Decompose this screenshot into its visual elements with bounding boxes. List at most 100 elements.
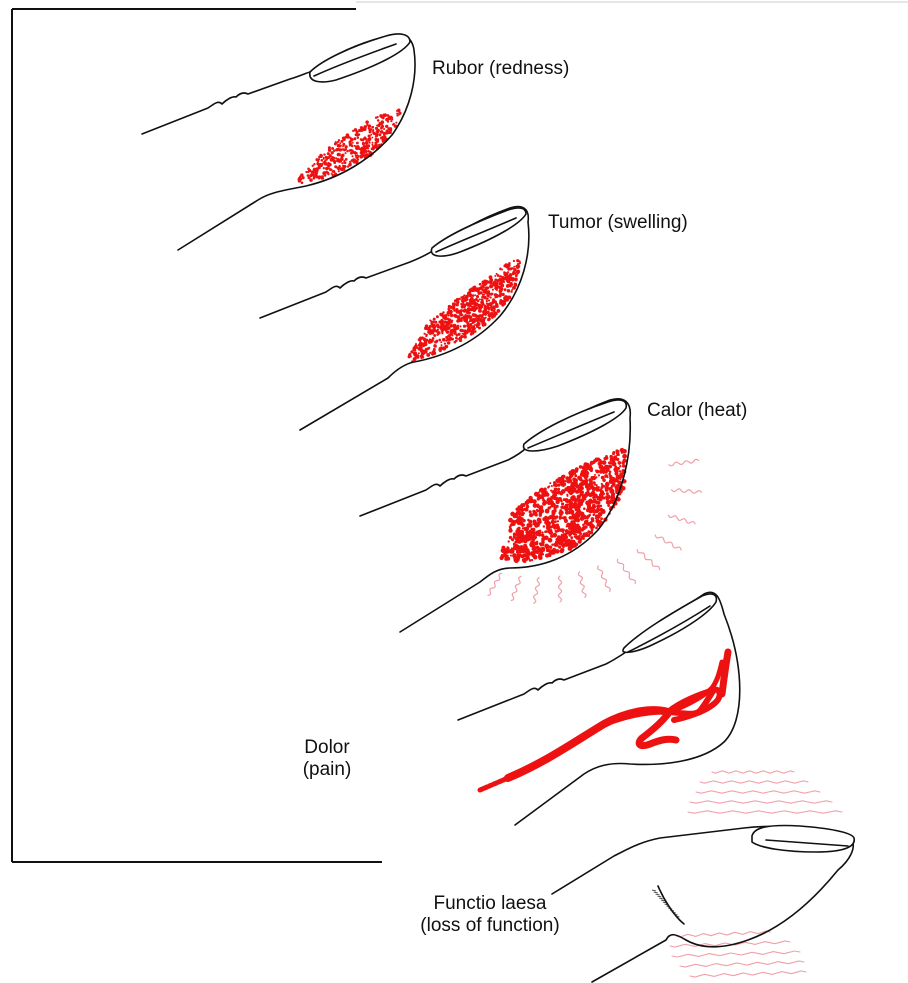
redness-dot (424, 342, 428, 346)
redness-dot (601, 466, 605, 470)
redness-dot (579, 465, 583, 469)
redness-dot (534, 504, 537, 507)
redness-dot (436, 333, 439, 336)
redness-dot (341, 140, 344, 143)
redness-dot (594, 494, 598, 498)
redness-dot (476, 307, 479, 310)
redness-dot (379, 114, 382, 117)
redness-dot (383, 132, 386, 135)
redness-dot (583, 507, 586, 510)
redness-dot (375, 138, 378, 141)
redness-dot (364, 137, 367, 140)
redness-dot (344, 160, 346, 162)
redness-dot (543, 525, 545, 527)
redness-dot (591, 519, 594, 522)
redness-dot (348, 163, 352, 167)
redness-dot (516, 270, 519, 273)
redness-dot (513, 547, 517, 551)
redness-dot (538, 492, 540, 494)
redness-dot (321, 159, 324, 162)
redness-dot (421, 342, 423, 344)
redness-dot (335, 157, 337, 159)
redness-dot (598, 474, 600, 476)
redness-dot (422, 356, 424, 358)
redness-dot (457, 325, 459, 327)
redness-dot (349, 161, 351, 163)
redness-dot (463, 294, 465, 296)
redness-dot (512, 271, 515, 274)
redness-dot (582, 524, 585, 527)
redness-dot (297, 178, 300, 181)
redness-dot (480, 315, 483, 318)
redness-dot (496, 289, 498, 291)
redness-dot (448, 318, 452, 322)
redness-dot (475, 315, 478, 318)
redness-dot (552, 523, 557, 528)
redness-dot (621, 449, 626, 454)
redness-dot (486, 300, 488, 302)
redness-dot (565, 529, 569, 533)
redness-dot (496, 296, 498, 298)
redness-dot (362, 142, 364, 144)
heat-wave-line (696, 791, 820, 793)
redness-dot (613, 457, 617, 461)
redness-dot (477, 304, 481, 308)
redness-dot (587, 503, 591, 507)
redness-dot (344, 145, 347, 148)
tumor-label: Tumor (swelling) (548, 212, 688, 234)
redness-dot (504, 288, 507, 291)
redness-dot (540, 534, 543, 537)
redness-dot (607, 504, 610, 507)
redness-dot (341, 162, 343, 164)
dolor-label: Dolor (pain) (296, 737, 358, 781)
redness-dot (318, 177, 321, 180)
knuckle-shade-stroke (652, 890, 656, 891)
redness-dot (460, 329, 464, 333)
redness-dot (338, 170, 340, 172)
redness-dot (357, 130, 359, 132)
heat-wave-line (669, 459, 699, 466)
redness-dot (301, 181, 304, 184)
redness-dot (479, 298, 481, 300)
redness-dot (548, 506, 551, 509)
redness-dot (481, 296, 484, 299)
redness-dot (487, 314, 490, 317)
redness-dot (439, 347, 443, 351)
redness-dot (467, 324, 469, 326)
redness-dot (555, 549, 560, 554)
redness-dot (510, 291, 512, 293)
redness-dot (484, 317, 486, 319)
redness-dot (618, 482, 620, 484)
heat-wave-line (690, 971, 806, 977)
redness-dot (513, 558, 515, 560)
redness-dot (521, 539, 525, 543)
redness-dot (555, 515, 558, 518)
redness-dot (547, 549, 551, 553)
redness-dot (512, 551, 514, 553)
redness-dot (522, 555, 525, 558)
redness-dot (580, 503, 583, 506)
redness-dot (329, 157, 331, 159)
redness-dot (435, 330, 438, 333)
redness-dot (490, 282, 492, 284)
redness-dot (495, 285, 499, 289)
redness-dot (602, 509, 605, 512)
redness-dot (589, 483, 593, 487)
redness-dot (501, 548, 505, 552)
redness-dot (571, 486, 573, 488)
redness-dot (339, 142, 341, 144)
redness-dot (571, 517, 573, 519)
redness-dot (418, 352, 420, 354)
redness-dot (487, 307, 490, 310)
redness-dot (323, 167, 325, 169)
redness-dot (608, 473, 611, 476)
redness-dot (595, 476, 597, 478)
redness-dot (434, 321, 437, 324)
redness-dot (609, 455, 612, 458)
redness-dot (302, 176, 305, 179)
redness-dot (428, 347, 430, 349)
redness-dot (585, 522, 588, 525)
redness-dot (531, 559, 533, 561)
redness-dot (557, 490, 561, 494)
redness-dot (568, 477, 572, 481)
